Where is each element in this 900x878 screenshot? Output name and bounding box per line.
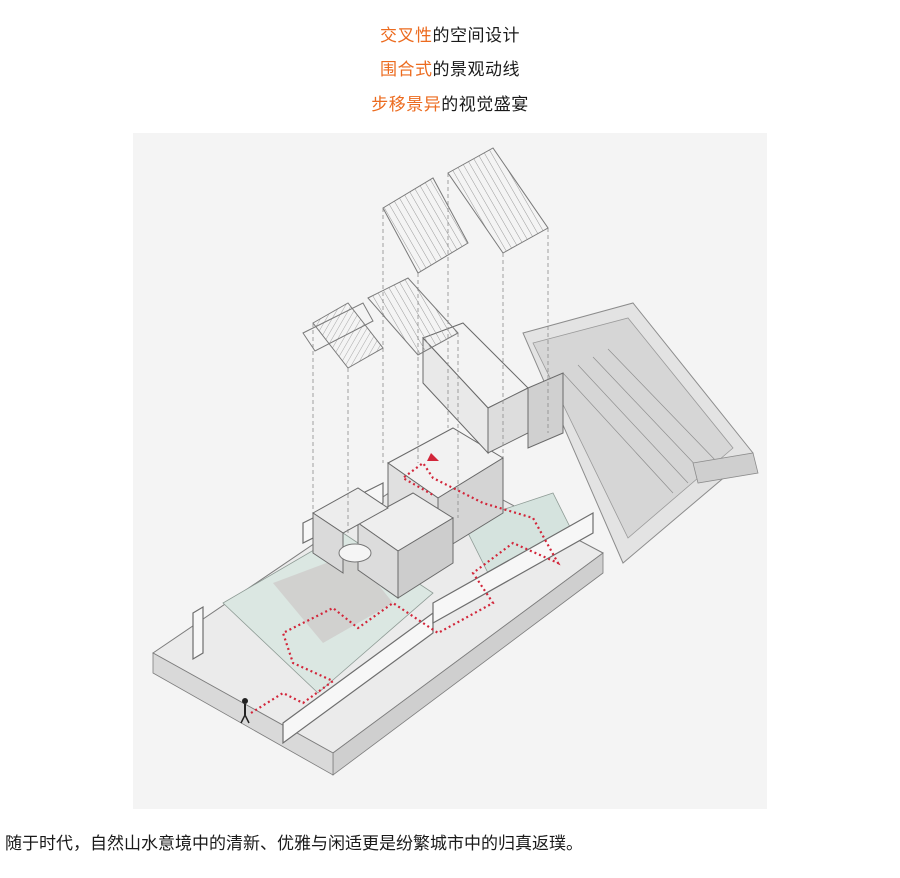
person-figure xyxy=(240,698,250,724)
heading-line-3: 步移景异的视觉盛宴 xyxy=(0,93,900,117)
heading-line-2: 围合式的景观动线 xyxy=(0,58,900,82)
heading-line-1-highlight: 交叉性 xyxy=(380,26,433,46)
street-plate xyxy=(522,302,759,564)
projection-lines xyxy=(312,173,549,533)
roof-planes xyxy=(302,147,549,369)
heading-line-2-text: 的景观动线 xyxy=(432,60,520,80)
heading-line-3-highlight: 步移景异 xyxy=(371,95,442,115)
caption-text: 随于时代，自然山水意境中的清新、优雅与闲适更是纷繁城市中的归真返璞。 xyxy=(5,834,583,854)
axonometric-drawing xyxy=(152,147,759,776)
heading-line-2-highlight: 围合式 xyxy=(380,60,433,80)
heading-line-3-text: 的视觉盛宴 xyxy=(441,95,529,115)
heading-line-1: 交叉性的空间设计 xyxy=(0,24,900,48)
upper-floor-slab xyxy=(422,322,564,455)
route-marker-icon xyxy=(427,453,439,461)
building-volumes xyxy=(312,427,504,599)
circulation-route xyxy=(250,461,561,714)
axonometric-diagram xyxy=(133,133,767,809)
heading-line-1-text: 的空间设计 xyxy=(432,26,520,46)
